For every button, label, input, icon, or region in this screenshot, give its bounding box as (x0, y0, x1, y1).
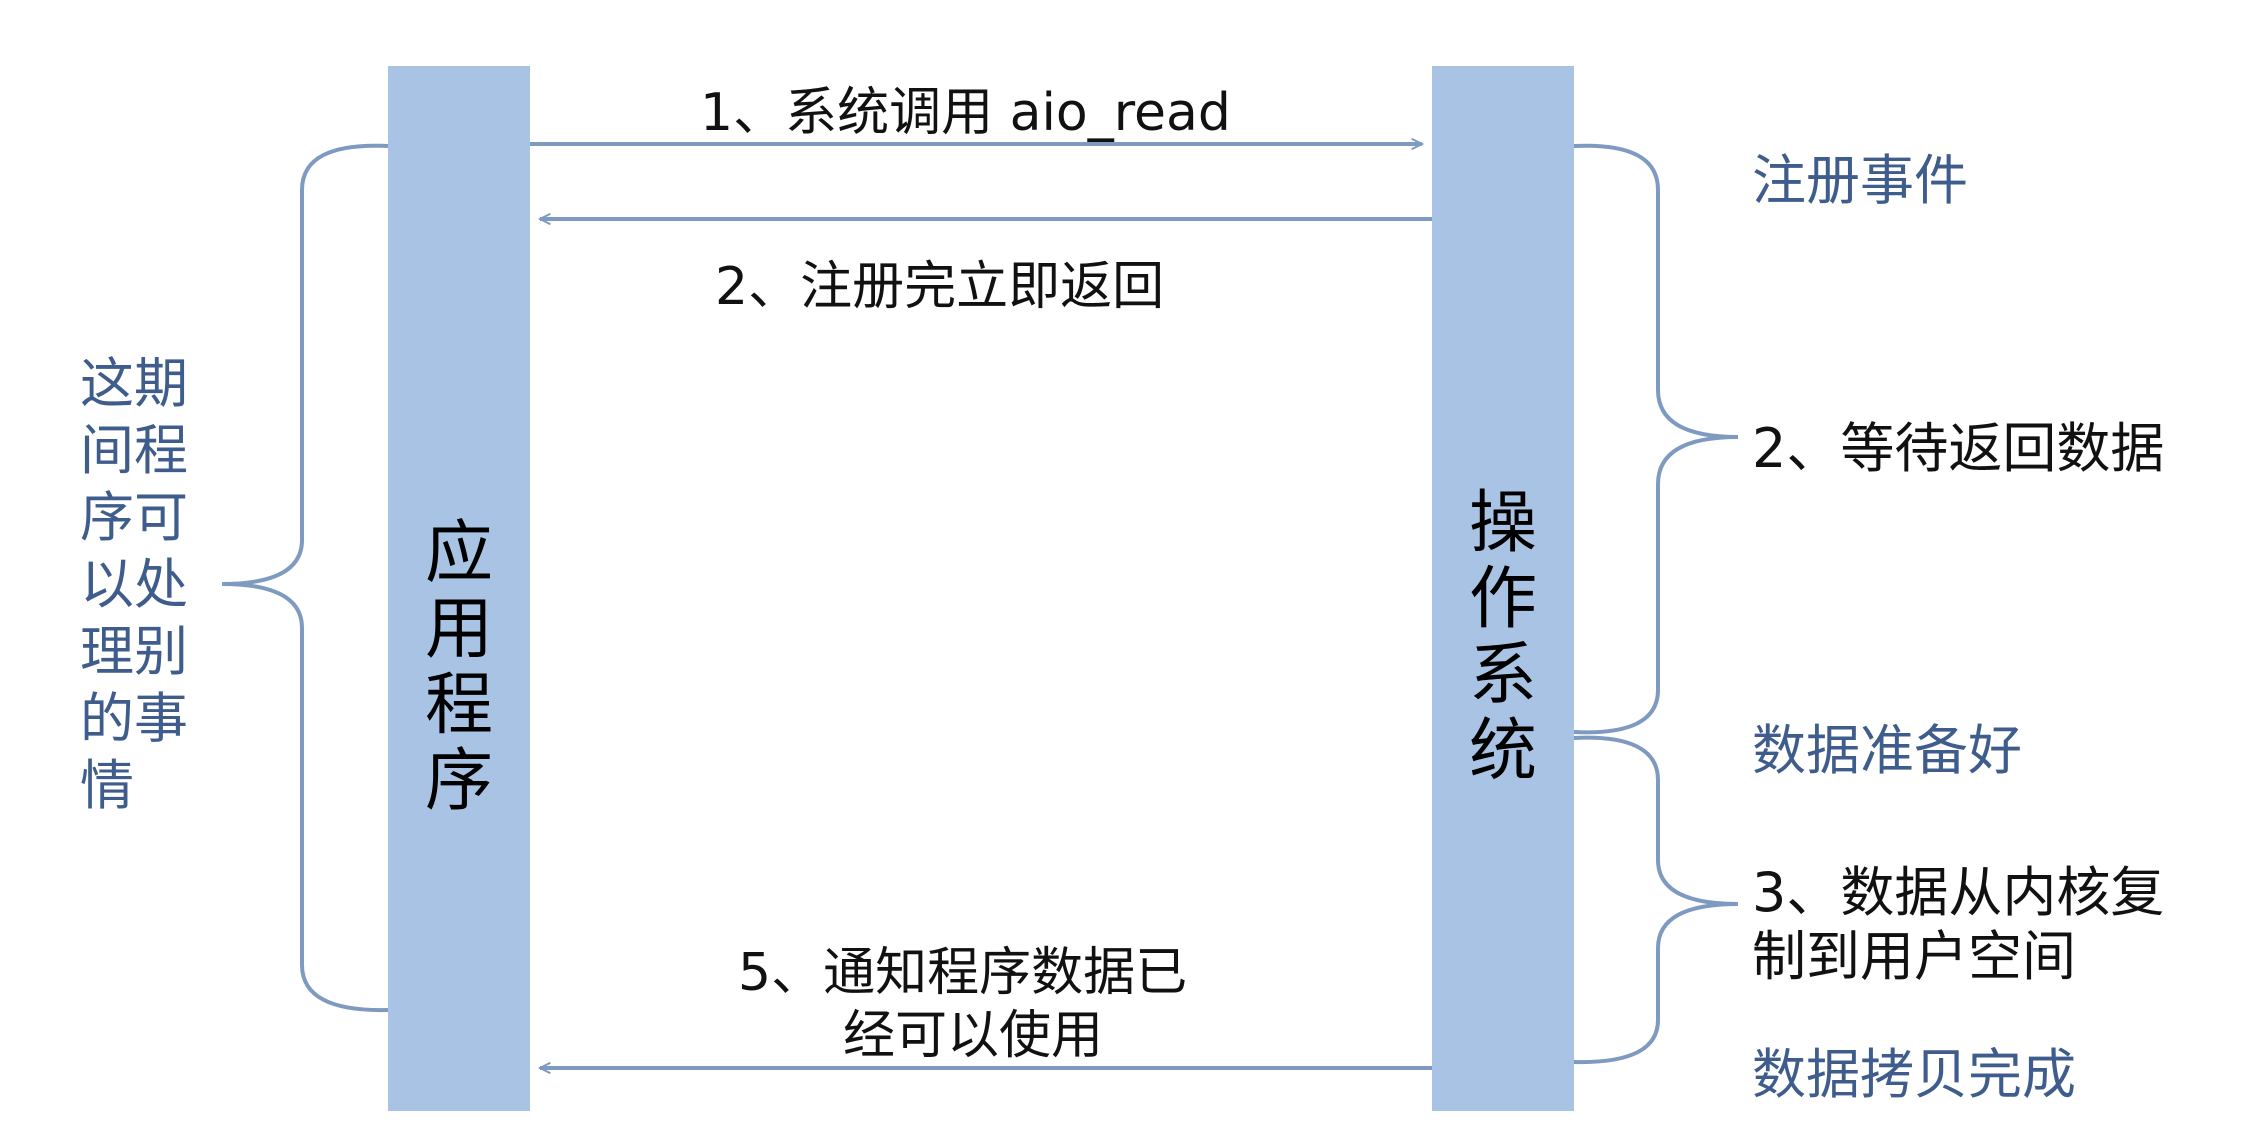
application-label: 应用程序 (388, 516, 530, 820)
application-column: 应用程序 (388, 66, 530, 1111)
data-ready-note: 数据准备好 (1752, 719, 2022, 782)
os-label-char: 作 (1468, 560, 1537, 639)
os-column: 操作系统 (1432, 66, 1574, 1111)
register-event-note: 注册事件 (1752, 149, 1968, 212)
syscall-label: 1、系统调用 aio_read (700, 83, 1231, 143)
os-label-char: 系 (1468, 636, 1537, 715)
os-label: 操作系统 (1432, 486, 1574, 790)
register-return-label: 2、注册完立即返回 (715, 257, 1165, 317)
application-label-char: 程 (424, 666, 493, 745)
left-brace-note: 这期间程序可以处理别的事情 (80, 352, 188, 817)
notify-label-line2: 经可以使用 (843, 1006, 1104, 1066)
right-brace-copy (1573, 735, 1739, 1065)
application-label-char: 应 (424, 514, 493, 593)
os-label-char: 操 (1468, 484, 1537, 563)
copy-note-line1: 3、数据从内核复 (1752, 861, 2165, 924)
application-label-char: 序 (424, 742, 493, 821)
right-brace-wait (1573, 143, 1739, 735)
left-brace (221, 143, 389, 1013)
copy-done-note: 数据拷贝完成 (1752, 1043, 2076, 1106)
application-label-char: 用 (424, 590, 493, 669)
os-label-char: 统 (1468, 712, 1537, 791)
wait-return-note: 2、等待返回数据 (1752, 417, 2165, 480)
notify-label-line1: 5、通知程序数据已 (738, 943, 1188, 1003)
copy-note-line2: 制到用户空间 (1752, 925, 2076, 988)
